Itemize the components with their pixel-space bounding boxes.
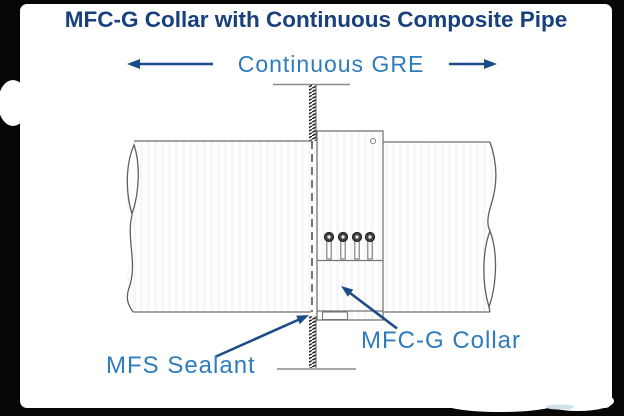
scan-artifact xyxy=(546,404,574,410)
bulkhead-structure xyxy=(273,83,356,370)
collar-leader-arrow-icon xyxy=(341,286,398,330)
pipe-right xyxy=(383,141,497,313)
bulkhead-hatch-bottom xyxy=(309,316,316,368)
dimension-arrow-left-icon xyxy=(127,59,213,69)
sealant-leader-arrow-icon xyxy=(215,315,309,358)
mfs-sealant-label: MFS Sealant xyxy=(106,352,256,379)
collar-pin-hole xyxy=(369,137,377,145)
annotation-arrows xyxy=(127,59,497,358)
bolt xyxy=(351,231,363,260)
collar-bolts xyxy=(323,231,376,260)
dimension-arrow-right-icon xyxy=(449,59,497,69)
mfcg-collar-label: MFC-G Collar xyxy=(361,327,521,354)
bolt xyxy=(364,231,376,260)
pipe-left xyxy=(126,140,311,313)
collar-body xyxy=(316,130,384,321)
bulkhead-hatch-top xyxy=(309,85,316,141)
bolt xyxy=(337,231,349,260)
continuous-gre-label: Continuous GRE xyxy=(237,51,425,77)
pipe-break-symbol-left xyxy=(126,143,139,217)
bolt xyxy=(323,231,335,260)
figure-title: MFC-G Collar with Continuous Composite P… xyxy=(64,7,568,32)
collar-bottom-tab xyxy=(321,311,349,321)
